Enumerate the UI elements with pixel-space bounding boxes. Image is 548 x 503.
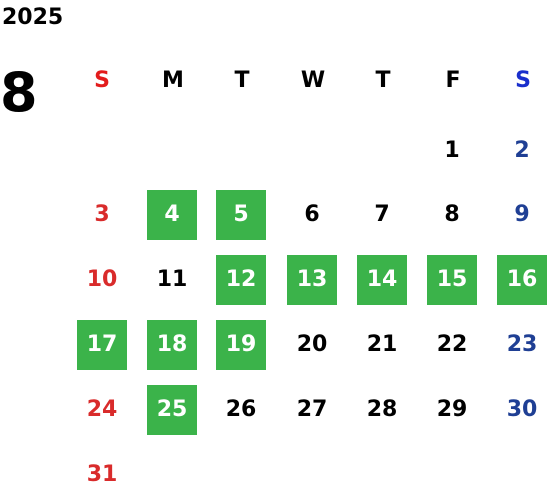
calendar-day-18[interactable]: 18 [147, 320, 197, 370]
calendar-day-4[interactable]: 4 [147, 190, 197, 240]
calendar-day-27[interactable]: 27 [296, 397, 328, 422]
calendar-day-17[interactable]: 17 [77, 320, 127, 370]
weekday-header-wednesday: W [300, 68, 326, 93]
calendar-day-26[interactable]: 26 [225, 397, 257, 422]
calendar-day-6[interactable]: 6 [304, 202, 320, 227]
year-label: 2025 [2, 5, 64, 30]
calendar-day-24[interactable]: 24 [86, 397, 118, 422]
calendar-day-13[interactable]: 13 [287, 255, 337, 305]
calendar-day-19[interactable]: 19 [216, 320, 266, 370]
calendar-day-7[interactable]: 7 [374, 202, 390, 227]
calendar-day-22[interactable]: 22 [436, 332, 468, 357]
calendar-day-10[interactable]: 10 [86, 267, 118, 292]
calendar-day-16[interactable]: 16 [497, 255, 547, 305]
weekday-header-thursday: T [375, 68, 391, 93]
calendar-day-11[interactable]: 11 [156, 267, 188, 292]
calendar-day-1[interactable]: 1 [444, 138, 460, 163]
calendar-day-5[interactable]: 5 [216, 190, 266, 240]
calendar-day-21[interactable]: 21 [366, 332, 398, 357]
calendar-day-8[interactable]: 8 [444, 202, 460, 227]
calendar-day-31[interactable]: 31 [86, 462, 118, 487]
calendar-day-23[interactable]: 23 [506, 332, 538, 357]
calendar-day-15[interactable]: 15 [427, 255, 477, 305]
calendar-day-29[interactable]: 29 [436, 397, 468, 422]
calendar-day-30[interactable]: 30 [506, 397, 538, 422]
calendar-day-28[interactable]: 28 [366, 397, 398, 422]
weekday-header-tuesday: T [234, 68, 250, 93]
calendar-day-14[interactable]: 14 [357, 255, 407, 305]
calendar-day-3[interactable]: 3 [94, 202, 110, 227]
weekday-header-friday: F [445, 68, 461, 93]
calendar-day-20[interactable]: 20 [296, 332, 328, 357]
weekday-header-sunday: S [94, 68, 110, 93]
calendar-day-9[interactable]: 9 [514, 202, 530, 227]
weekday-header-saturday: S [515, 68, 531, 93]
weekday-header-monday: M [162, 68, 184, 93]
calendar-day-2[interactable]: 2 [514, 138, 530, 163]
calendar-day-12[interactable]: 12 [216, 255, 266, 305]
calendar-day-25[interactable]: 25 [147, 385, 197, 435]
month-label: 8 [0, 61, 38, 124]
